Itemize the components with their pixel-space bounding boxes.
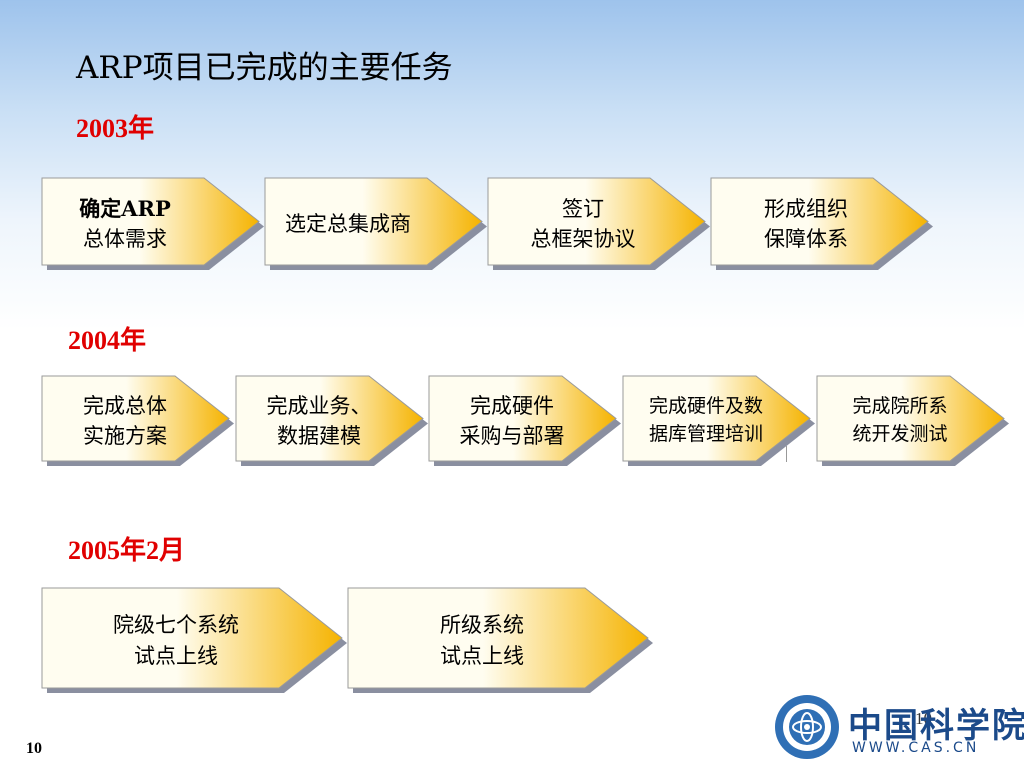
- chevron-arrow: [622, 375, 811, 462]
- chevron-arrow: [816, 375, 1005, 462]
- page-mark: 10: [915, 709, 932, 728]
- chevron-arrow: [487, 177, 706, 266]
- step-line: 试点上线: [440, 643, 524, 668]
- step-line: 完成总体: [83, 393, 167, 418]
- step-line: 总体需求: [83, 227, 167, 251]
- step-2003-3: 签订 总框架协议: [487, 177, 710, 270]
- logo-url: WWW.CAS.CN: [852, 740, 980, 756]
- chevron-arrow: [235, 375, 424, 462]
- cas-logo: 中国科学院 WWW.CAS.CN: [770, 690, 1024, 762]
- step-line: 形成组织: [764, 196, 848, 221]
- chevron-arrow: [264, 177, 483, 266]
- step-line: 签订: [562, 196, 604, 221]
- step-line: 总框架协议: [530, 227, 636, 251]
- chevron-arrow: [428, 375, 617, 462]
- slide-title: ARP项目已完成的主要任务: [76, 50, 453, 86]
- step-line: 采购与部署: [459, 424, 565, 448]
- step-line: 院级七个系统: [113, 613, 239, 638]
- year-label-2003: 2003年: [76, 114, 155, 143]
- year-label-2005: 2005年2月: [68, 536, 186, 565]
- chevron-arrow: [710, 177, 929, 266]
- step-2004-5: 完成院所系 统开发测试: [816, 375, 1009, 466]
- step-2004-2: 完成业务、 数据建模: [235, 375, 428, 466]
- step-line: 试点上线: [134, 643, 218, 668]
- text-cursor: [786, 446, 787, 462]
- chevron-arrow: [41, 177, 260, 266]
- step-line: 实施方案: [83, 424, 167, 448]
- chevron-arrow: [41, 587, 343, 689]
- step-2003-2: 选定总集成商: [264, 177, 487, 270]
- step-line: 数据建模: [277, 424, 361, 448]
- step-2004-3: 完成硬件 采购与部署: [428, 375, 621, 466]
- step-line: 完成硬件及数: [648, 395, 763, 418]
- step-2003-1: 确定ARP 总体需求: [41, 177, 264, 270]
- step-line: 选定总集成商: [285, 211, 411, 236]
- cas-emblem-icon: [775, 695, 839, 759]
- step-line: 确定ARP: [79, 195, 171, 221]
- step-line: 完成院所系: [852, 395, 948, 418]
- step-2005-1: 院级七个系统 试点上线: [41, 587, 347, 693]
- step-2004-4: 完成硬件及数 据库管理培训: [622, 375, 815, 466]
- logo-text: 中国科学院: [848, 706, 1024, 746]
- step-2003-4: 形成组织 保障体系: [710, 177, 933, 270]
- step-line: 据库管理培训: [648, 423, 763, 445]
- step-2005-2: 所级系统 试点上线: [347, 587, 653, 693]
- step-line: 统开发测试: [852, 423, 948, 445]
- step-line: 所级系统: [440, 613, 524, 638]
- year-label-2004: 2004年: [68, 326, 147, 355]
- step-line: 完成硬件: [470, 393, 554, 418]
- slide-number: 10: [26, 740, 42, 757]
- chevron-arrow: [347, 587, 649, 689]
- chevron-arrow: [41, 375, 230, 462]
- step-2004-1: 完成总体 实施方案: [41, 375, 234, 466]
- step-line: 保障体系: [764, 227, 848, 251]
- step-line: 完成业务、: [266, 393, 372, 418]
